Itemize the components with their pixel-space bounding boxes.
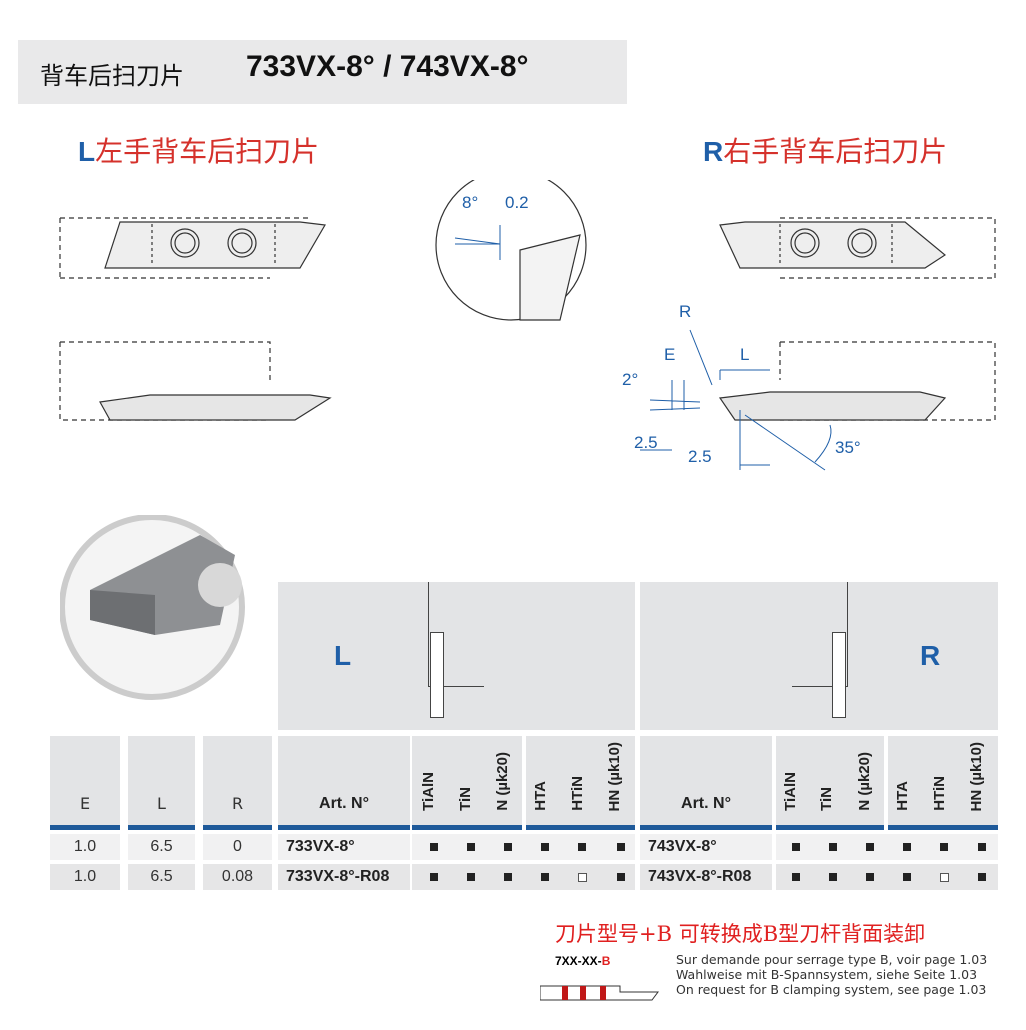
panel-right-letter: R [920,640,941,671]
available-mark [866,843,874,851]
table-cell: 733VX-8°-R08 [278,864,410,890]
dim-angle2: 2° [622,370,638,389]
on-request-mark [940,873,949,882]
table-cell: 6.5 [128,864,195,890]
available-mark [903,843,911,851]
b-code: 7XX-XX-B [555,954,611,968]
header-l: L [128,736,195,830]
available-mark [903,873,911,881]
available-mark [541,873,549,881]
holder-outline [428,582,484,687]
panel-left-letter: L [334,640,352,671]
available-mark [504,873,512,881]
left-letter: L [78,136,96,167]
dim-r: R [679,302,691,321]
dim-e: E [664,345,675,364]
title-code: 733VX-8° / 743VX-8° [246,50,529,83]
holder-outline [792,582,848,687]
table-cell: 1.0 [50,864,120,890]
table-cell: 733VX-8° [278,834,410,860]
table-cell: 743VX-8° [640,834,772,860]
available-mark [940,843,948,851]
available-mark [829,873,837,881]
right-label: 右手背车后扫刀片 [723,135,948,168]
header-e: E [50,736,120,830]
available-mark [467,843,475,851]
table-cell [776,834,998,860]
available-mark [578,843,586,851]
table-cell: 743VX-8°-R08 [640,864,772,890]
left-hand-heading: L左手背车后扫刀片 [78,130,319,170]
b-type-insert-icon [540,985,659,1001]
available-mark [978,843,986,851]
dim-angle35: 35° [835,438,861,457]
available-mark [504,843,512,851]
insert-photo [60,515,245,700]
right-panel: R [640,582,998,730]
insert-outline [832,632,846,718]
left-panel: L [278,582,635,730]
available-mark [829,843,837,851]
available-mark [617,873,625,881]
available-mark [467,873,475,881]
detail-edge: 0.2 [505,193,529,212]
right-letter: R [703,136,724,167]
available-mark [430,843,438,851]
table-cell: 0.08 [203,864,272,890]
available-mark [792,873,800,881]
table-cell [412,864,635,890]
available-mark [617,843,625,851]
right-hand-heading: R右手背车后扫刀片 [703,130,947,170]
table-cell: 6.5 [128,834,195,860]
table-cell: 1.0 [50,834,120,860]
on-request-mark [578,873,587,882]
available-mark [866,873,874,881]
b-note-cn: 刀片型号+B 可转换成B型刀杆背面装卸 [555,922,926,946]
available-mark [978,873,986,881]
b-note-text: Sur demande pour serrage type B, voir pa… [676,952,988,997]
header-r: R [203,736,272,830]
detail-angle: 8° [462,193,478,212]
header-art-left: Art. N° [278,736,410,830]
table-cell: 0 [203,834,272,860]
left-label: 左手背车后扫刀片 [95,135,320,168]
available-mark [792,843,800,851]
dim-h: 2.5 [634,433,658,452]
dim-w: 2.5 [688,447,712,466]
insert-drawings: 8° 0.2 R E L 2° 2.5 2.5 35° [59,180,996,471]
available-mark [430,873,438,881]
table-cell [776,864,998,890]
table-cell [412,834,635,860]
dim-l: L [740,345,749,364]
title-bar: 背车后扫刀片 733VX-8° / 743VX-8° [18,40,627,104]
available-mark [541,843,549,851]
header-art-right: Art. N° [640,736,772,830]
title-cn: 背车后扫刀片 [40,62,184,90]
insert-outline [430,632,444,718]
